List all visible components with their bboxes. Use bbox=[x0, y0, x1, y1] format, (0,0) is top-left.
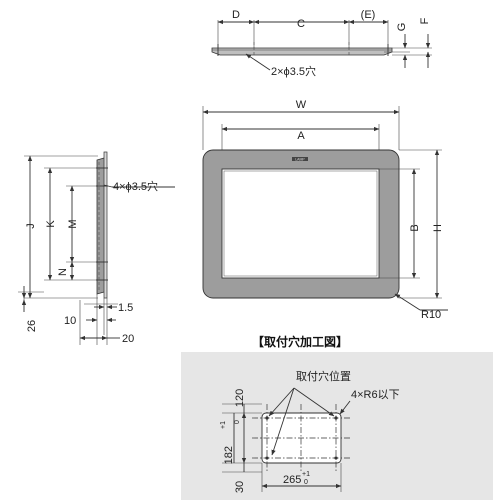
dim-e-label: (E) bbox=[361, 9, 376, 21]
corner-radius-label: R10 bbox=[421, 309, 441, 321]
dim-f-label: F bbox=[419, 17, 431, 24]
dim-182-tol-lower: 0 bbox=[234, 420, 241, 424]
dim-265-tol-lower: 0 bbox=[304, 479, 308, 486]
dim-30-label: 30 bbox=[234, 481, 246, 493]
dim-d-label: D bbox=[232, 9, 240, 21]
panel-top-profile bbox=[211, 47, 393, 56]
front-view: W A LAMP B H R10 bbox=[202, 99, 448, 321]
dim-265-tol-upper: +1 bbox=[302, 471, 310, 478]
hole-position-label: 取付穴位置 bbox=[296, 369, 351, 383]
dim-w-label: W bbox=[296, 99, 307, 111]
top-holes-callout: 2×ϕ3.5穴 bbox=[271, 64, 316, 78]
cutout-drawing: 【取付穴加工図】 取付穴位置 4×R6以下 120 182 bbox=[181, 334, 493, 500]
dim-k-label: K bbox=[45, 220, 57, 228]
corner-radius-note: 4×R6以下 bbox=[351, 389, 400, 401]
dim-n-label: N bbox=[57, 268, 69, 276]
dim-c-label: C bbox=[297, 18, 305, 30]
dim-20-label: 20 bbox=[122, 333, 134, 345]
dim-1-5-label: 1.5 bbox=[118, 302, 133, 314]
dim-m-label: M bbox=[67, 219, 79, 228]
side-view: 4×ϕ3.5穴 J K M N 26 1.5 bbox=[18, 151, 175, 345]
dim-a-label: A bbox=[297, 130, 305, 142]
dim-26-label: 26 bbox=[26, 320, 38, 332]
dim-265-label: 265 bbox=[283, 474, 301, 486]
brand-logo-text: LAMP bbox=[295, 158, 305, 162]
panel-window bbox=[221, 168, 380, 279]
dim-10-label: 10 bbox=[64, 315, 76, 327]
panel-side-flange bbox=[103, 151, 108, 299]
top-view: D C (E) G F 2×ϕ3.5穴 bbox=[211, 9, 432, 78]
dim-182-tol-upper: +1 bbox=[220, 421, 227, 429]
dim-b-label: B bbox=[409, 224, 421, 231]
cutout-title: 【取付穴加工図】 bbox=[252, 334, 348, 349]
side-holes-callout: 4×ϕ3.5穴 bbox=[113, 179, 158, 193]
dim-h-label: H bbox=[432, 224, 444, 232]
dim-g-label: G bbox=[396, 23, 408, 32]
dim-j-label: J bbox=[25, 223, 37, 229]
dim-182-label: 182 bbox=[223, 446, 235, 464]
brand-logo bbox=[292, 157, 308, 161]
dim-120-label: 120 bbox=[234, 389, 246, 407]
